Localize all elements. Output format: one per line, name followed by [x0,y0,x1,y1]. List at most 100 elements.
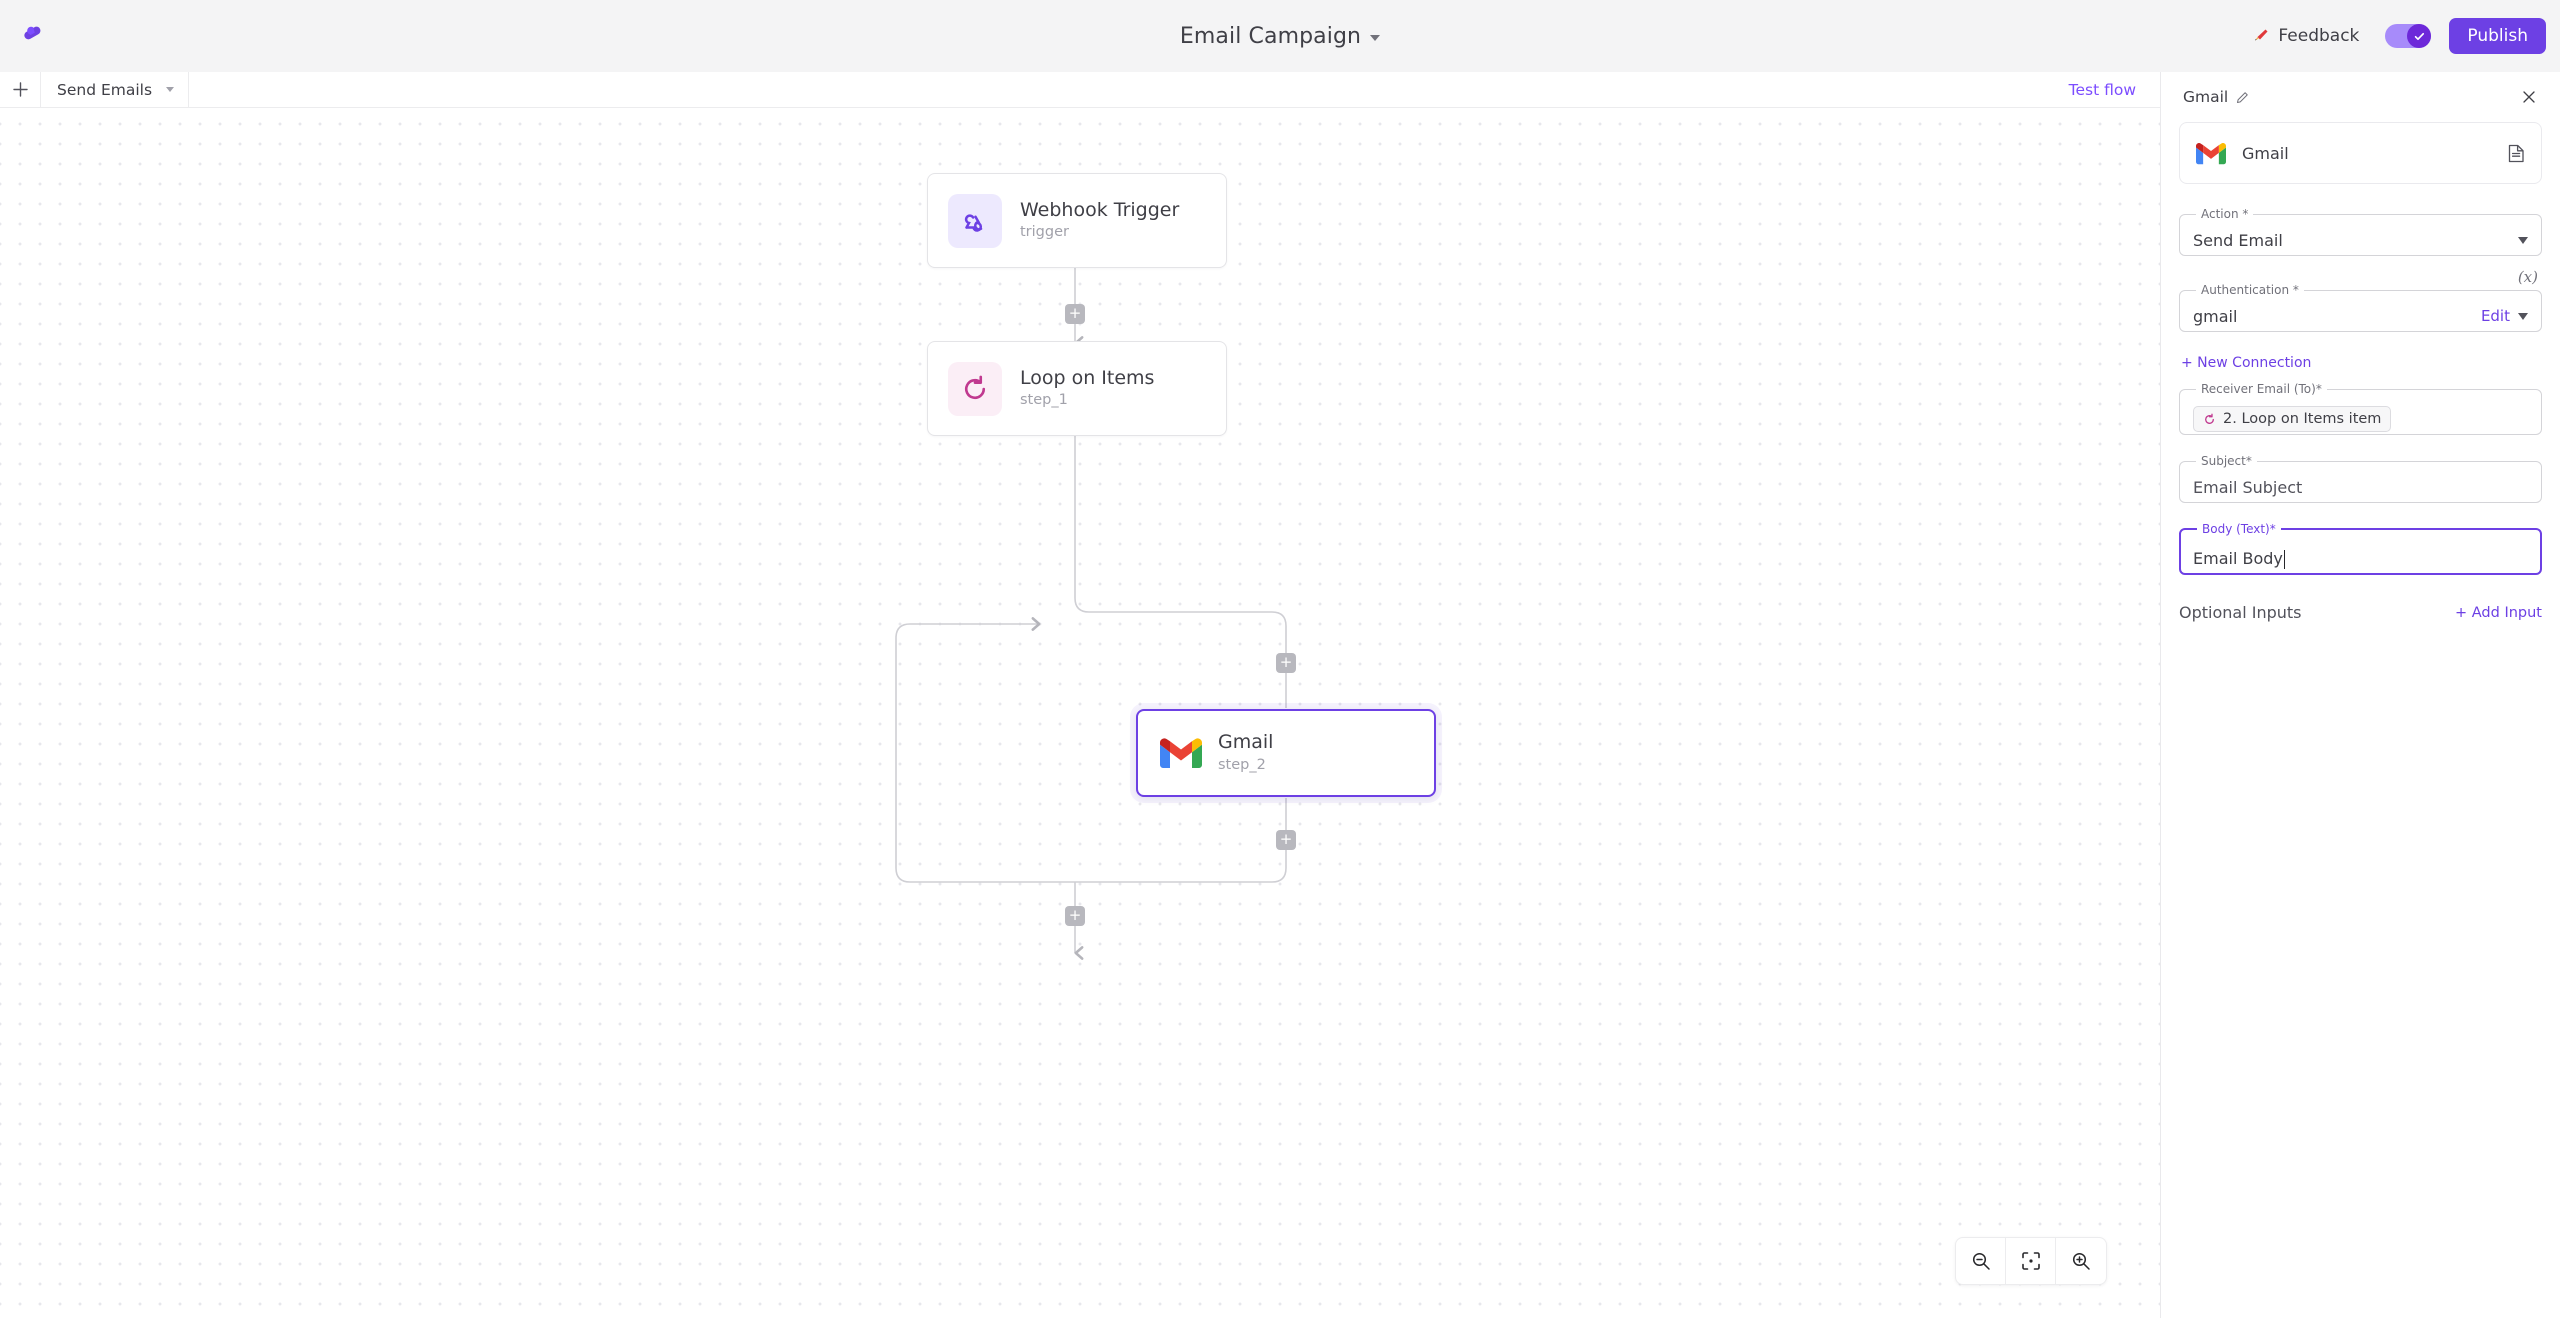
add-flow-button[interactable] [0,72,40,107]
edit-connection-link[interactable]: Edit [2480,307,2510,325]
body-label: Body (Text)* [2202,522,2276,536]
caret-down-icon[interactable] [2518,312,2528,320]
new-connection-link[interactable]: + New Connection [2181,355,2312,371]
subject-label: Subject* [2201,454,2252,468]
add-step-loop-before[interactable]: + [1276,653,1296,673]
receiver-email-fieldset: Receiver Email (To)* [2179,383,2542,435]
plus-icon: + [1068,905,1082,924]
subject-field-inner: Email Subject [2179,463,2542,511]
zoom-in-button[interactable] [2056,1238,2106,1284]
flow-title-dropdown[interactable]: Email Campaign [1172,20,1388,53]
fit-to-view-icon [2021,1252,2040,1270]
add-step-after-loop[interactable]: + [1065,906,1085,926]
action-field[interactable]: Action * Send Email [2179,208,2542,256]
tab-send-emails[interactable]: Send Emails [40,72,190,107]
piece-card[interactable]: Gmail [2179,122,2542,184]
node-title: Gmail [1218,731,1274,754]
action-label: Action * [2201,207,2249,221]
node-text: Loop on Items step_1 [1020,366,1155,410]
megaphone-icon [2255,29,2268,41]
receiver-email-field[interactable]: Receiver Email (To)* 2. Loop on Items it… [2179,383,2542,435]
flow-node-loop-on-items[interactable]: Loop on Items step_1 [927,341,1227,436]
variable-insert-icon[interactable]: (x) [2517,268,2538,286]
add-step-after-trigger[interactable]: + [1065,304,1085,324]
authentication-value[interactable]: gmail [2193,306,2238,326]
publish-button[interactable]: Publish [2449,18,2546,54]
flow-node-gmail[interactable]: Gmail step_2 [1136,709,1436,797]
loop-refresh-icon [964,375,986,399]
document-icon[interactable] [2508,144,2525,163]
node-title: Loop on Items [1020,366,1155,389]
node-subtitle: trigger [1020,224,1069,241]
caret-down-icon[interactable] [2518,236,2528,244]
add-input-link[interactable]: + Add Input [2455,604,2542,621]
add-step-loop-after[interactable]: + [1276,830,1296,850]
plus-icon: + [1068,303,1082,322]
test-flow-button[interactable]: Test flow [2068,81,2136,99]
text-cursor [2283,550,2285,569]
authentication-field-inner: gmail Edit [2179,292,2542,340]
caret-down-icon[interactable] [166,87,175,92]
optional-inputs-row: Optional Inputs + Add Input [2179,603,2542,622]
chevron-down-icon [1370,35,1381,41]
panel-header: Gmail [2161,72,2560,122]
receiver-email-chip[interactable]: 2. Loop on Items item [2193,406,2392,432]
authentication-label: Authentication * [2201,283,2299,297]
pencil-icon[interactable] [2236,91,2249,104]
flow-enabled-toggle[interactable] [2385,24,2432,48]
gmail-icon [1160,738,1202,768]
body-field-inner: Email Body [2179,533,2542,585]
loop-refresh-icon [2205,413,2214,424]
top-bar: Email Campaign Feedback P [0,0,2560,72]
tab-label: Send Emails [57,80,153,99]
canvas-zoom-toolbar [1955,1237,2107,1285]
canvas-toolbar: Send Emails Test flow [0,72,2160,108]
activepieces-logo-icon[interactable] [12,14,56,58]
subject-field[interactable]: Subject* Email Subject [2179,455,2542,503]
flow-node-webhook-trigger[interactable]: Webhook Trigger trigger [927,173,1227,268]
plus-icon [12,82,28,97]
step-settings-panel: Gmail [2160,72,2560,1318]
optional-inputs-label: Optional Inputs [2179,603,2302,622]
plus-icon: + [1279,652,1293,671]
flow-canvas[interactable]: Webhook Trigger trigger Loop on Items st… [0,108,2160,1318]
node-icon-container [948,361,1002,416]
document-glyph [2508,144,2524,162]
page-title: Email Campaign [1179,23,1362,49]
plus-icon: + [1279,829,1293,848]
zoom-out-button[interactable] [1956,1238,2006,1284]
flow-edges [895,268,1287,960]
panel-body: Gmail Action * Send Email [2161,122,2560,622]
subject-fieldset: Subject* [2179,455,2542,503]
zoom-in-icon [2072,1252,2090,1270]
node-text: Webhook Trigger trigger [1020,198,1180,242]
gmail-glyph [2196,142,2226,164]
action-fieldset: Action * [2179,208,2542,256]
top-bar-actions: Feedback Publish [2244,0,2546,72]
gmail-icon [2196,138,2226,168]
node-subtitle: step_2 [1218,756,1266,773]
webhook-icon [964,213,983,232]
close-glyph [2523,91,2535,103]
fit-to-view-button[interactable] [2006,1238,2056,1284]
piece-name: Gmail [2242,143,2289,163]
body-value[interactable]: Email Body [2193,549,2528,569]
panel-title: Gmail [2183,88,2229,106]
close-icon[interactable] [2518,86,2540,108]
logo-glyph [24,26,41,40]
receiver-email-label: Receiver Email (To)* [2201,382,2322,396]
subject-value[interactable]: Email Subject [2193,477,2303,497]
body-field[interactable]: Body (Text)* Email Body [2179,523,2542,575]
authentication-field[interactable]: (x) Authentication * gmail Edit [2179,268,2542,332]
pencil-glyph [2237,91,2248,103]
node-title: Webhook Trigger [1020,198,1180,221]
receiver-email-field-inner: 2. Loop on Items item [2179,393,2542,445]
flow-title-container: Email Campaign [0,0,2560,72]
check-icon [2414,32,2424,40]
action-value[interactable]: Send Email [2193,230,2283,250]
feedback-button[interactable]: Feedback [2244,21,2367,51]
body-text: Email Body [2193,549,2283,568]
authentication-fieldset: Authentication * [2179,284,2542,332]
action-field-inner: Send Email [2179,216,2542,264]
